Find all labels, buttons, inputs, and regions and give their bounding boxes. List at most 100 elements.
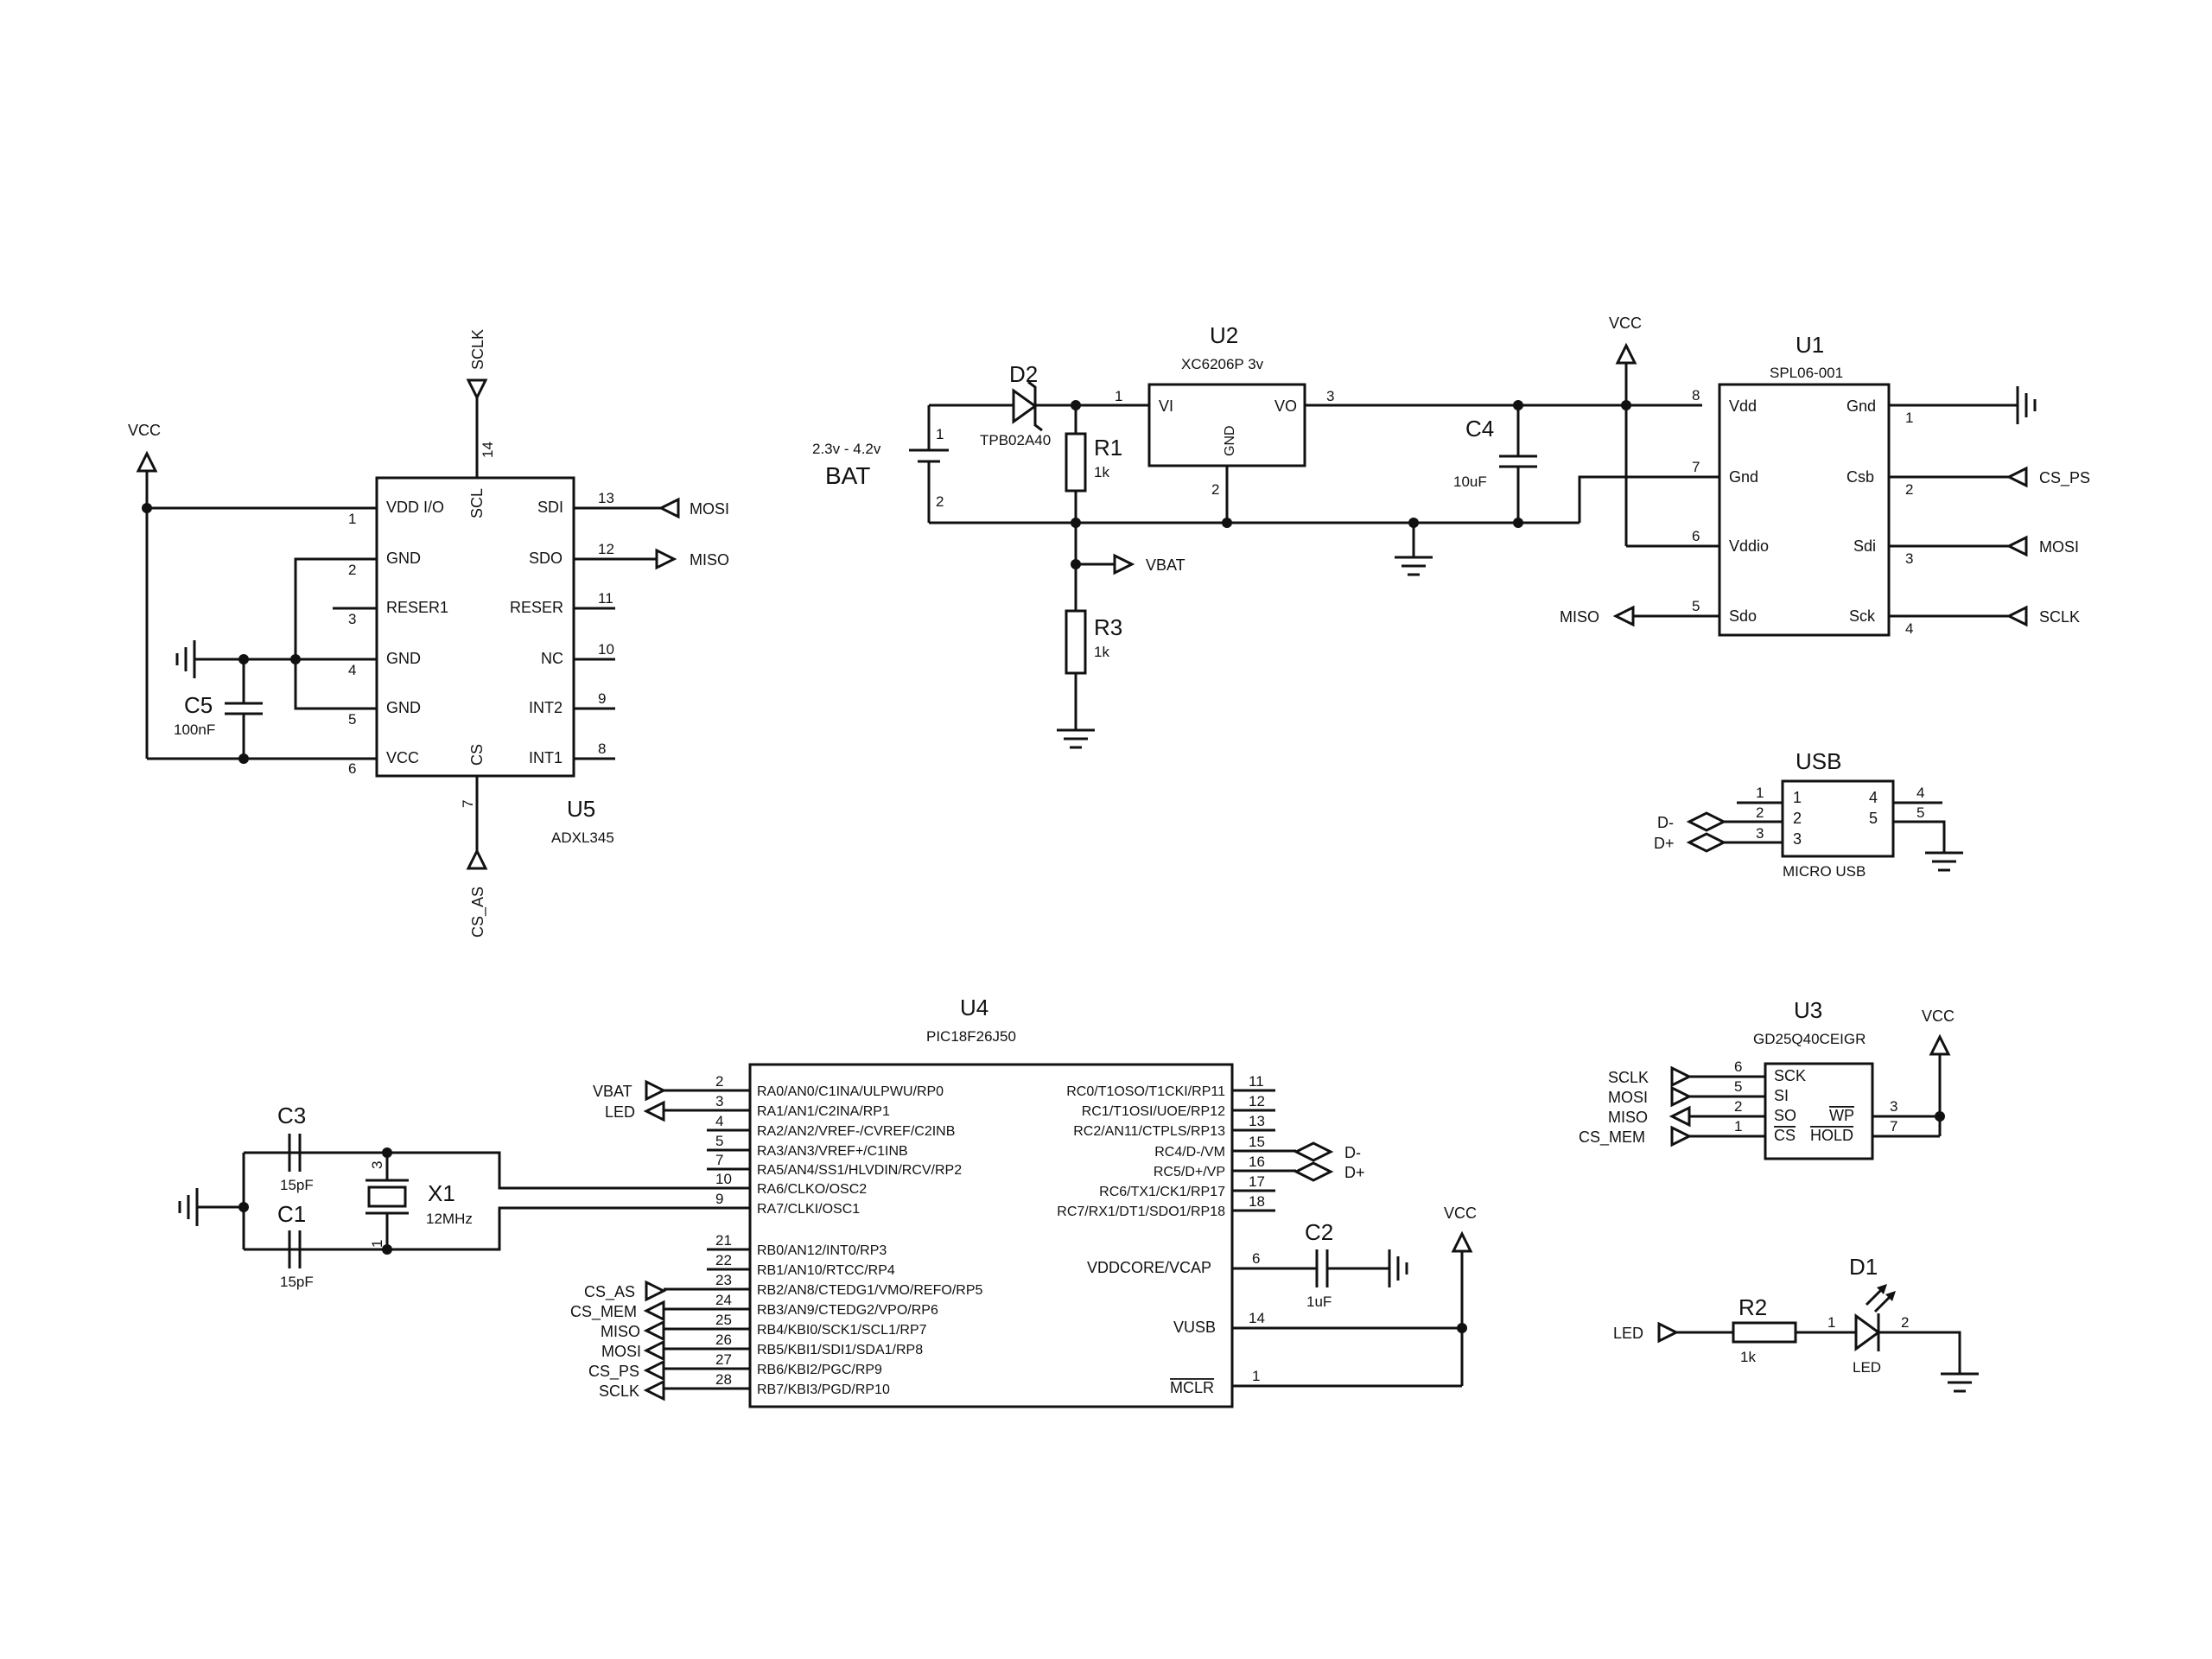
capacitor-c3: C3 15pF (244, 1103, 387, 1193)
u4-pin-name: RC7/RX1/DT1/SDO1/RP18 (1057, 1205, 1225, 1219)
net-cs-as-u5: CS_AS (469, 887, 487, 938)
svg-text:SCL: SCL (468, 488, 486, 518)
svg-text:VO: VO (1274, 397, 1297, 415)
net-cs-as-u4: CS_AS (584, 1283, 635, 1301)
c2-ref: C2 (1305, 1219, 1333, 1245)
u5-part: ADXL345 (551, 830, 614, 846)
u4-pin-number: 15 (1249, 1134, 1265, 1150)
u4-pin-name: RC6/TX1/CK1/RP17 (1099, 1185, 1225, 1199)
sensor-u1: VCC 6 8 7 MISO 5 Vdd Gnd Vddio Sdo Gnd C… (1560, 315, 2090, 637)
net-cs-ps-u4: CS_PS (588, 1363, 639, 1381)
u4-pin-number: 9 (715, 1191, 723, 1207)
u2-part: XC6206P 3v (1181, 356, 1264, 372)
u4-pin-number: 23 (715, 1272, 732, 1288)
c4-ref: C4 (1465, 416, 1494, 442)
u4-pin-number: 26 (715, 1332, 732, 1348)
u1-part: SPL06-001 (1770, 365, 1843, 381)
u4-pin-number: 5 (715, 1133, 723, 1149)
svg-text:13: 13 (598, 490, 614, 506)
u4-pin-name: RB7/KBI3/PGD/RP10 (757, 1382, 890, 1397)
net-sclk-u3: SCLK (1608, 1069, 1649, 1086)
svg-text:VUSB: VUSB (1173, 1319, 1216, 1336)
svg-text:1: 1 (1756, 785, 1764, 801)
u4-pin-name: RB0/AN12/INT0/RP3 (757, 1243, 887, 1258)
svg-text:5: 5 (1916, 804, 1924, 821)
svg-text:11: 11 (598, 590, 613, 607)
resistor-r3: R3 1k (1065, 609, 1122, 730)
flash-u3: U3 GD25Q40CEIGR SCK SI SO CS WP HOLD SCL… (1579, 997, 1955, 1160)
crystal-x1: 3 1 X1 12MHz (365, 1147, 473, 1255)
c1-ref: C1 (277, 1201, 306, 1227)
u3-part: GD25Q40CEIGR (1753, 1031, 1866, 1047)
u1-ref: U1 (1796, 332, 1824, 358)
svg-text:Sck: Sck (1849, 607, 1876, 625)
svg-text:7: 7 (1890, 1118, 1897, 1135)
u3-ref: U3 (1794, 997, 1822, 1023)
u4-pin-number: 13 (1249, 1113, 1265, 1129)
net-vcc-u3: VCC (1922, 1007, 1955, 1025)
usb-ref: USB (1796, 748, 1841, 774)
c3-value: 15pF (280, 1177, 314, 1193)
net-miso-u5: MISO (690, 551, 729, 569)
c5-ref: C5 (184, 692, 213, 718)
u4-pin-number: 11 (1249, 1073, 1264, 1090)
u4-pin-number: 24 (715, 1292, 732, 1308)
net-vbat-power: VBAT (1146, 556, 1185, 574)
ground-usb (1925, 822, 1963, 872)
u4-pin-number: 2 (715, 1073, 723, 1090)
svg-text:3: 3 (348, 611, 356, 627)
svg-text:4: 4 (1869, 789, 1878, 806)
c1-value: 15pF (280, 1274, 314, 1290)
ground-main (1395, 523, 1433, 576)
capacitor-c1: C1 15pF (244, 1201, 387, 1290)
ground-u1 (2016, 386, 2037, 424)
svg-text:2: 2 (936, 493, 944, 510)
net-mosi-u4: MOSI (601, 1343, 641, 1360)
svg-text:3: 3 (1326, 388, 1334, 404)
svg-text:9: 9 (598, 690, 606, 707)
u4-pin-number: 10 (715, 1171, 732, 1187)
u4-ref: U4 (960, 995, 988, 1020)
u4-pin-number: 18 (1249, 1193, 1265, 1210)
x1-value: 12MHz (426, 1211, 473, 1227)
u4-pin-name: RC2/AN11/CTPLS/RP13 (1073, 1124, 1225, 1139)
u4-pin-name: RC4/D-/VM (1154, 1145, 1225, 1160)
svg-text:2: 2 (1756, 804, 1764, 821)
regulator-u2: VI VO GND U2 XC6206P 3v 2 (1147, 322, 1306, 523)
svg-text:10: 10 (598, 641, 614, 658)
u4-right-pins: 11RC0/T1OSO/T1CKI/RP1112RC1/T1OSI/UOE/RP… (1057, 1073, 1296, 1219)
resistor-r1: R1 1k (1065, 405, 1122, 523)
net-mosi-u5: MOSI (690, 500, 729, 518)
net-sclk-u4: SCLK (599, 1382, 639, 1400)
c2-value: 1uF (1306, 1294, 1332, 1310)
net-d-minus-usb: D- (1657, 814, 1674, 831)
svg-text:1: 1 (1793, 789, 1802, 806)
svg-text:6: 6 (348, 760, 356, 777)
led-d1: D1 LED (1849, 1254, 1896, 1376)
svg-text:2: 2 (1901, 1314, 1909, 1331)
svg-text:GND: GND (1223, 425, 1237, 456)
svg-text:MCLR: MCLR (1170, 1379, 1214, 1396)
crystal-circuit: C3 15pF C1 15pF 3 1 X1 12MHz (178, 1103, 473, 1290)
capacitor-c2: C2 1uF (1305, 1219, 1389, 1310)
capacitor-c4: C4 10uF (1453, 405, 1537, 523)
u4-pin-number: 28 (715, 1371, 732, 1388)
c5-value: 100nF (174, 721, 215, 738)
svg-text:CS: CS (468, 744, 486, 766)
svg-text:Csb: Csb (1847, 468, 1874, 486)
battery-voltage: 2.3v - 4.2v (812, 441, 881, 457)
svg-text:Sdo: Sdo (1729, 607, 1757, 625)
ground-u5 (175, 640, 196, 678)
u4-pin-number: 17 (1249, 1173, 1265, 1190)
u4-pin-name: RC5/D+/VP (1154, 1165, 1225, 1179)
svg-text:SCK: SCK (1774, 1067, 1806, 1084)
svg-text:CS: CS (1774, 1127, 1796, 1144)
u4-pin-name: RA1/AN1/C2INA/RP1 (757, 1104, 890, 1119)
svg-text:SO: SO (1774, 1107, 1796, 1124)
net-cs-mem-u3: CS_MEM (1579, 1128, 1645, 1147)
u4-left-pins: 2RA0/AN0/C1INA/ULPWU/RP03RA1/AN1/C2INA/R… (664, 1073, 982, 1397)
svg-text:4: 4 (348, 662, 356, 678)
svg-text:2: 2 (1734, 1098, 1742, 1115)
svg-text:GND: GND (386, 699, 421, 716)
